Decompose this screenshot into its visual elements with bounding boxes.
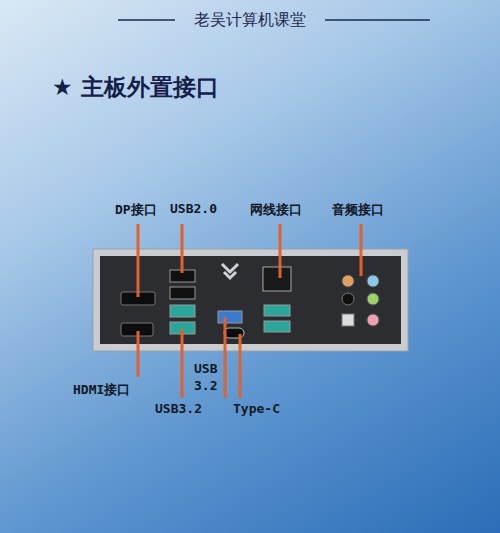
- header-text: 老吴计算机课堂: [194, 10, 306, 31]
- leader-line: [137, 224, 140, 297]
- io-shield-plate: [100, 256, 401, 344]
- optical-port: [342, 314, 354, 326]
- leader-line: [181, 224, 184, 273]
- port-label: USB 3.2: [194, 361, 222, 395]
- leader-line: [239, 334, 242, 398]
- audio-jack: [367, 275, 379, 287]
- ethernet-port: [263, 267, 291, 291]
- leader-line: [181, 329, 184, 398]
- port-label: 音频接口: [332, 201, 384, 219]
- leader-line: [360, 224, 363, 276]
- audio-jack: [342, 275, 354, 287]
- leader-line: [137, 331, 140, 377]
- audio-jack: [367, 314, 379, 326]
- page-title: ★ 主板外置接口: [52, 72, 219, 103]
- leader-line: [279, 224, 282, 278]
- header-rule: [325, 19, 430, 21]
- port-label: Type-C: [233, 401, 280, 416]
- usb3-port: [264, 321, 290, 332]
- brand-logo: [222, 264, 238, 278]
- audio-jack: [367, 293, 379, 305]
- usb2-port: [170, 287, 195, 299]
- port-label: HDMI接口: [73, 381, 130, 399]
- port-label: DP接口: [115, 201, 157, 219]
- port-label: USB3.2: [155, 401, 202, 416]
- audio-jack: [342, 293, 354, 305]
- header-rule: [118, 19, 175, 21]
- usb3-port: [170, 305, 195, 317]
- usb3-port: [264, 305, 290, 316]
- usb3-blue-port: [218, 311, 242, 323]
- port-label: USB2.0: [170, 201, 217, 216]
- port-label: 网线接口: [250, 201, 302, 219]
- leader-line: [224, 317, 227, 398]
